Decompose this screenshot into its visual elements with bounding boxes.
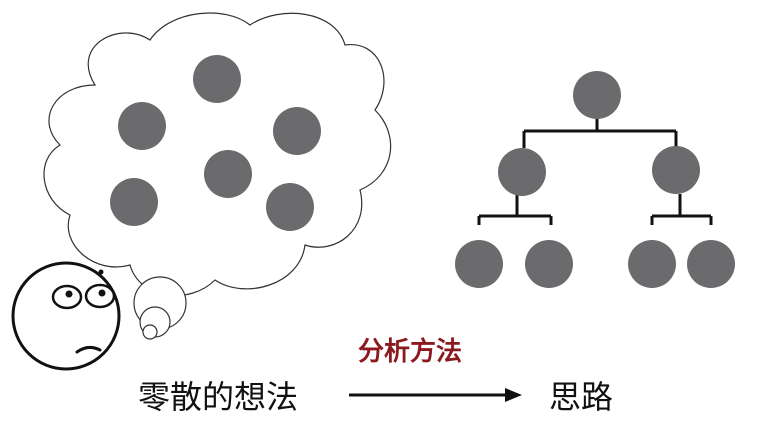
idea-dot: [118, 102, 166, 150]
tree-leaf-node: [455, 240, 503, 288]
thinking-face-icon: [11, 261, 121, 371]
idea-dot: [273, 107, 321, 155]
tree-branch-node: [498, 148, 546, 196]
structured-thinking-label: 思路: [549, 378, 614, 416]
idea-dot: [266, 183, 314, 231]
tree-leaf-node: [525, 240, 573, 288]
scattered-thoughts-label: 零散的想法: [138, 378, 299, 416]
tree-diagram-icon: [455, 71, 735, 288]
idea-dot: [193, 55, 241, 103]
tree-root-node: [573, 71, 621, 119]
idea-dot: [110, 178, 158, 226]
tree-leaf-node: [687, 240, 735, 288]
idea-dot: [204, 150, 252, 198]
tree-branch-node: [652, 146, 700, 194]
arrow-right-icon: [349, 388, 522, 402]
tree-leaf-node: [628, 240, 676, 288]
method-label: 分析方法: [358, 337, 463, 367]
scattered-dots: [110, 55, 321, 231]
